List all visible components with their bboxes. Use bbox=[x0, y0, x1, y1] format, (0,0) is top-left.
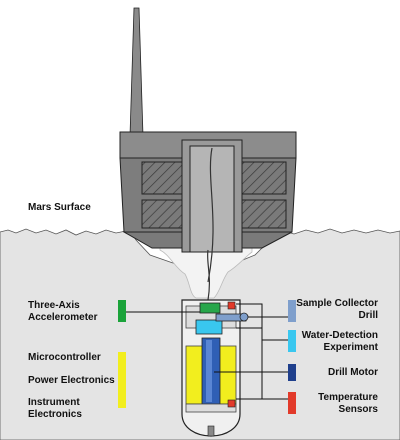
three-axis-accelerometer-label: Three-Axis Accelerometer bbox=[28, 300, 98, 323]
dust-cloud bbox=[159, 244, 253, 299]
water-detection-swatch bbox=[288, 330, 296, 352]
antenna bbox=[129, 7, 144, 137]
electronics-swatch bbox=[118, 352, 126, 408]
microcontroller-label: Microcontroller bbox=[28, 352, 101, 363]
drill-motor-label: Drill Motor bbox=[328, 367, 378, 378]
mars-surface-label: Mars Surface bbox=[28, 202, 91, 213]
sample-collector-drill-swatch bbox=[288, 300, 296, 322]
aeroshell bbox=[119, 131, 297, 283]
water-detection-experiment-label: Water-Detection Experiment bbox=[301, 330, 378, 353]
leader-lines bbox=[126, 303, 288, 400]
drill-motor-swatch bbox=[288, 364, 296, 381]
instrument-electronics-label: Instrument Electronics bbox=[28, 397, 82, 420]
temperature-sensors-label: Temperature Sensors bbox=[318, 392, 378, 415]
tether-cable bbox=[206, 249, 211, 301]
power-electronics-label: Power Electronics bbox=[28, 375, 115, 386]
temperature-sensors-swatch bbox=[288, 392, 296, 414]
sample-collector-drill-label: Sample Collector Drill bbox=[296, 298, 378, 321]
accelerometer-swatch bbox=[118, 300, 126, 322]
penetrator-probe bbox=[181, 299, 249, 437]
